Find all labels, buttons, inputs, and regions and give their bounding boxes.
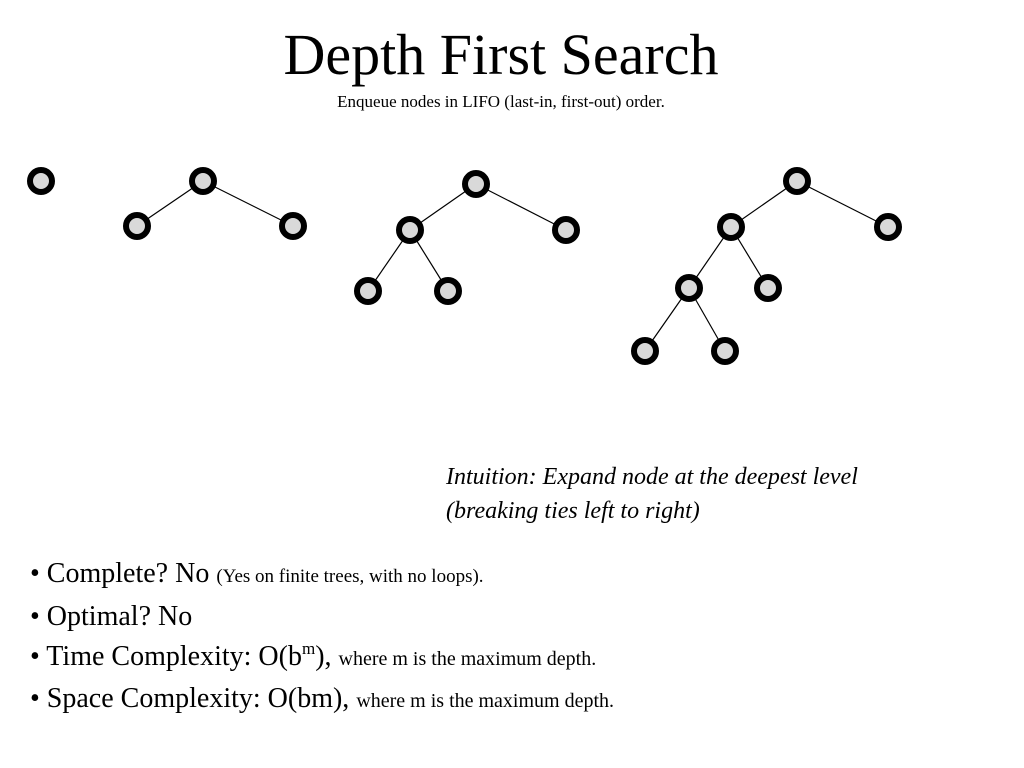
dfs-trees-diagram — [27, 167, 902, 365]
bullet-time-exponent: m — [301, 639, 316, 658]
bullet-space: • Space Complexity: O(bm), where m is th… — [30, 679, 990, 721]
bullet-complete-note: (Yes on finite trees, with no loops). — [216, 566, 484, 587]
intuition-line-2: (breaking ties left to right) — [446, 498, 700, 524]
tree-node — [754, 274, 782, 302]
tree-node — [123, 212, 151, 240]
tree-node — [631, 337, 659, 365]
tree-node — [396, 216, 424, 244]
tree-node — [434, 277, 462, 305]
tree-node — [711, 337, 739, 365]
bullet-optimal: • Optimal? No — [30, 597, 990, 637]
tree-node — [783, 167, 811, 195]
bullet-time-label: • Time Complexity: O(b — [30, 641, 302, 672]
intuition-note: Intuition: Expand node at the deepest le… — [446, 460, 986, 528]
tree-step-4 — [631, 167, 902, 365]
slide-title: Depth First Search — [283, 22, 719, 87]
tree-node — [552, 216, 580, 244]
bullet-complete: • Complete? No (Yes on finite trees, wit… — [30, 554, 990, 597]
bullet-time-note: where m is the maximum depth. — [338, 648, 597, 670]
tree-node — [717, 213, 745, 241]
tree-edge — [475, 183, 567, 231]
tree-step-1 — [27, 167, 55, 195]
slide-subtitle: Enqueue nodes in LIFO (last-in, first-ou… — [337, 92, 665, 111]
bullet-space-note: where m is the maximum depth. — [356, 690, 615, 712]
tree-node — [354, 277, 382, 305]
bullet-optimal-label: • Optimal? No — [30, 601, 193, 632]
tree-node — [874, 213, 902, 241]
bullet-space-label: • Space Complexity: O(bm), — [30, 683, 350, 714]
tree-node — [27, 167, 55, 195]
tree-node — [675, 274, 703, 302]
tree-node — [279, 212, 307, 240]
tree-node — [462, 170, 490, 198]
tree-edge — [202, 180, 294, 227]
tree-step-3 — [354, 170, 580, 305]
intuition-line-1: Intuition: Expand node at the deepest le… — [446, 464, 858, 490]
bullet-time: • Time Complexity: O(bm), where m is the… — [30, 637, 990, 679]
tree-node — [189, 167, 217, 195]
tree-step-2 — [123, 167, 307, 240]
tree-edge — [796, 180, 889, 228]
bullet-complete-label: • Complete? No — [30, 558, 210, 589]
bullet-time-close: ), — [315, 641, 332, 672]
properties-list: • Complete? No (Yes on finite trees, wit… — [30, 554, 990, 721]
